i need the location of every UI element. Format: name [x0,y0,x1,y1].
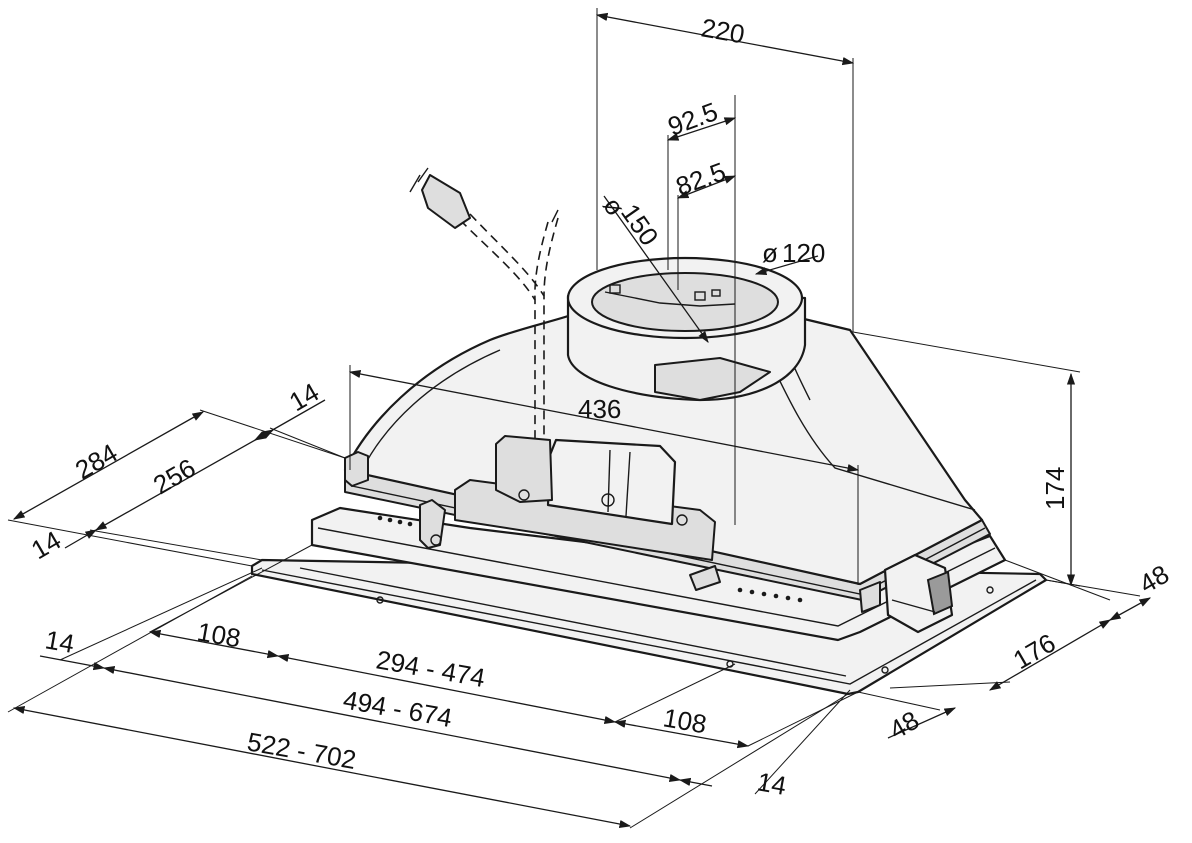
dim-174: 174 [1040,467,1070,510]
dim-14-left: 14 [26,525,66,565]
dim-92-5: 92.5 [664,96,722,142]
dim-48-right: 48 [1134,559,1174,599]
dim-48-bottom: 48 [884,705,924,745]
dim-14-bottom: 14 [755,766,789,801]
dim-line-dia120 [754,255,819,275]
dim-14-top: 14 [284,377,324,417]
dimension-lines [12,12,1152,829]
plug-icon [421,174,471,229]
outlet-inner [591,272,779,332]
dim-line-48-bottom [887,707,957,739]
dim-line-dia150 [603,195,709,343]
dim-line-14-bottom [678,777,713,787]
dim-line-220 [595,12,855,66]
dim-284: 284 [70,438,123,486]
dim-line-436 [348,369,860,473]
dim-line-48-right [1108,597,1152,621]
dim-line-176 [988,619,1112,691]
dim-line-108-left [148,629,280,659]
dim-line-14-top [253,399,326,441]
dim-176: 176 [1008,628,1061,676]
dim-line-14-left [64,529,98,549]
vent-dots [377,515,803,603]
dim-dia120: 120 [782,238,825,268]
power-cable [409,167,559,445]
dim-line-14-low [39,655,106,671]
dim-108-right: 108 [661,702,709,739]
dim-line-92-5 [666,117,737,141]
dim-108-left: 108 [195,616,243,653]
dim-line-522-702 [12,705,632,829]
dim-220: 220 [699,12,747,49]
dim-82-5: 82.5 [672,156,730,202]
left-bracket [344,451,369,487]
hood-body [250,256,1048,696]
dim-line-256 [94,429,275,531]
electrical-box [495,435,553,503]
dim-522-702: 522 - 702 [245,726,358,775]
dim-14-low: 14 [43,624,77,659]
dim-line-82-5 [676,175,737,199]
dim-line-494-674 [102,665,682,783]
dim-256: 256 [148,453,201,501]
diameter-symbol-120: ø [762,238,778,268]
dim-436: 436 [578,394,621,424]
